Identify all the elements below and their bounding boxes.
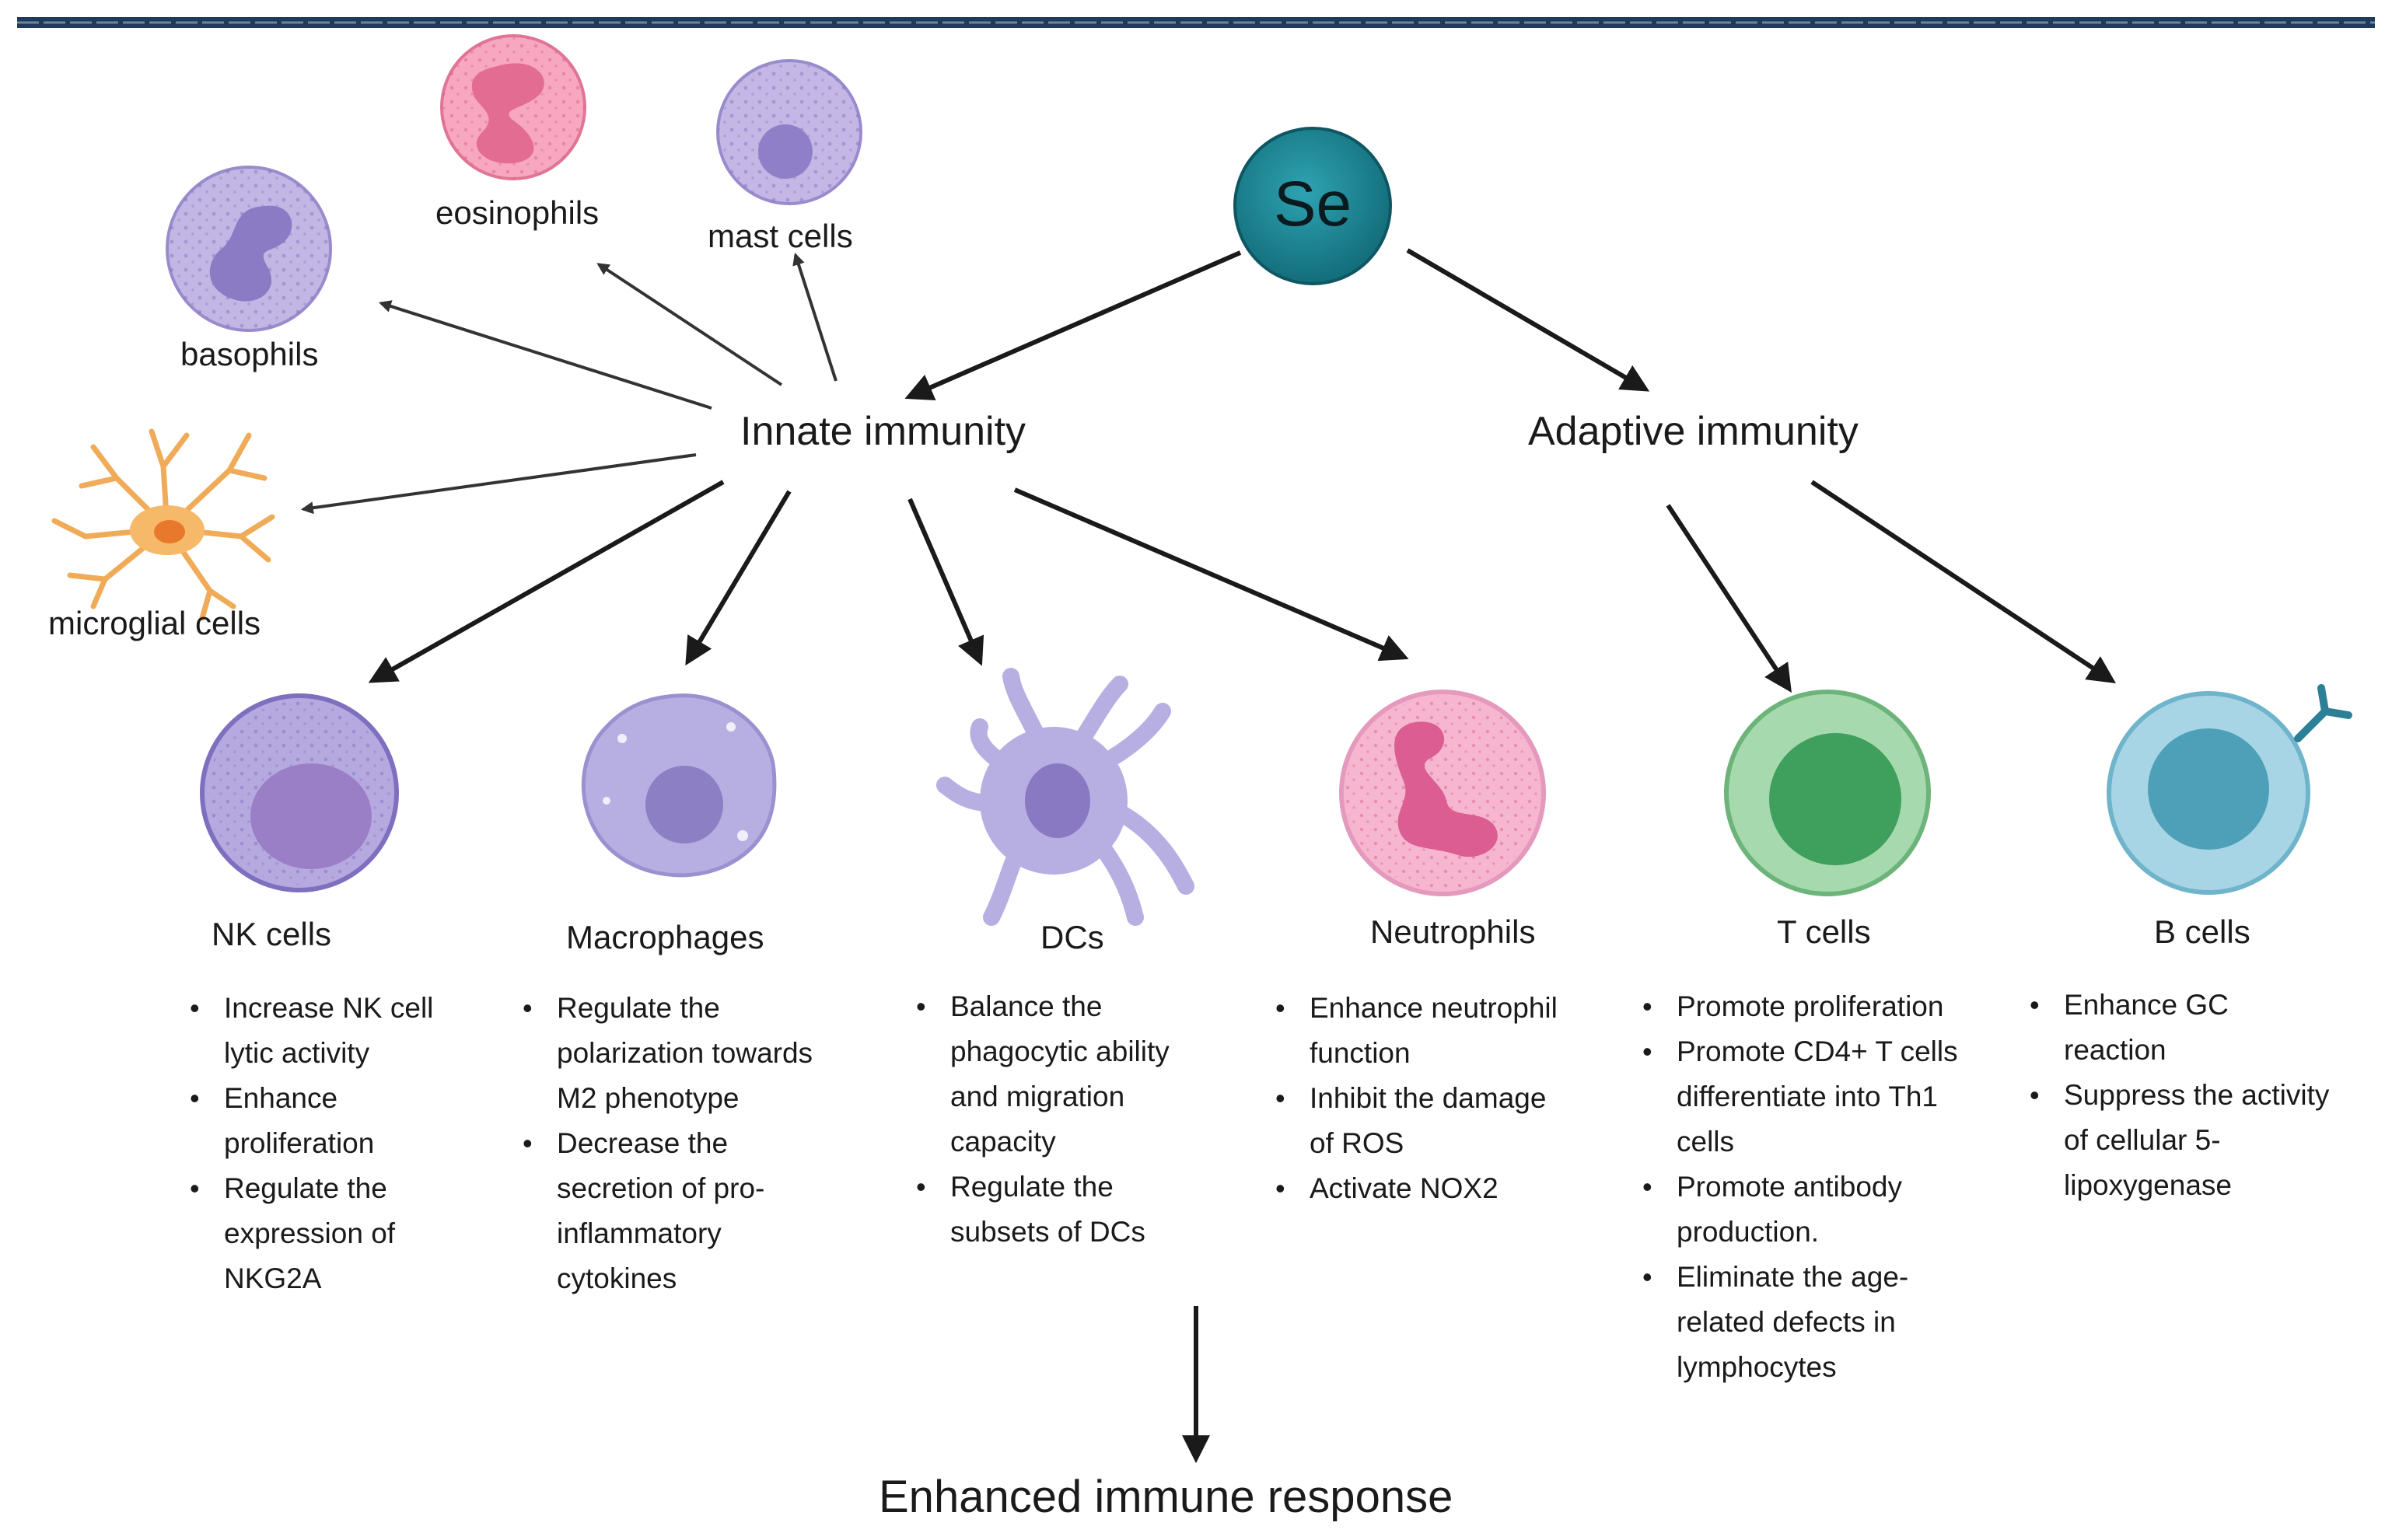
list-item: Increase NK cell [190,986,433,1031]
list-item: Enhance neutrophil [1275,986,1558,1031]
list-item: Eliminate the age- [1642,1255,1958,1300]
arrows [300,248,2117,1464]
dcs-effects: Balance the phagocytic ability and migra… [916,984,1170,1255]
se-label: Se [1274,169,1352,239]
neutrophils-effects: Enhance neutrophil function Inhibit the … [1275,986,1558,1211]
macrophages-effects: Regulate the polarization towards M2 phe… [523,986,813,1301]
list-item: lipoxygenase [2064,1169,2232,1201]
dcs-label: DCs [1040,919,1104,955]
basophils-label: basophils [180,336,319,372]
neutrophils-label: Neutrophils [1370,913,1536,950]
adaptive-immunity-heading: Adaptive immunity [1528,409,1859,454]
list-item: polarization towards [557,1037,813,1069]
list-item: Inhibit the damage [1275,1076,1558,1121]
microglial-cells-label: microglial cells [48,605,261,641]
macrophage-icon [581,693,777,878]
list-item: cells [1677,1126,1735,1158]
t-cells-label: T cells [1777,913,1871,950]
list-item: related defects in [1677,1306,1896,1338]
innate-immunity-heading: Innate immunity [740,409,1026,454]
list-item: M2 phenotype [557,1082,740,1114]
list-item: subsets of DCs [950,1216,1145,1248]
enhanced-immune-response: Enhanced immune response [879,1472,1453,1522]
list-item: expression of [224,1217,396,1249]
list-item: lymphocytes [1677,1351,1837,1383]
t-cells-effects: Promote proliferation Promote CD4+ T cel… [1642,984,1958,1390]
list-item: production. [1677,1216,1820,1248]
selenium-ball: Se [1233,127,1392,285]
list-item: capacity [950,1126,1056,1158]
list-item: Promote proliferation [1642,984,1958,1029]
b-cells-label: B cells [2154,913,2250,950]
arrow-innate-to-eosinophils [596,263,783,386]
list-item: Enhance [190,1076,433,1121]
list-item: Regulate the [190,1166,433,1211]
list-item: Balance the [916,984,1170,1029]
list-item: phagocytic ability [950,1035,1170,1067]
list-item: NKG2A [224,1262,322,1294]
nk-cells-effects: Increase NK cell lytic activity Enhance … [190,986,433,1301]
b-cells-effects: Enhance GC reaction Suppress the activit… [2030,983,2329,1208]
list-item: Decrease the [523,1121,813,1166]
list-item: Activate NOX2 [1275,1166,1558,1211]
arrow-innate-to-mast [792,252,838,382]
list-item: function [1310,1037,1411,1069]
nk-cell-icon [200,693,399,892]
list-item: differentiate into Th1 [1677,1081,1938,1112]
eosinophil-icon [440,34,586,180]
list-item: Regulate the [916,1165,1170,1210]
arrow-innate-to-nk [368,480,725,683]
arrow-se-to-adaptive [1406,248,1650,392]
neutrophil-icon [1339,690,1546,896]
arrow-innate-to-dcs [907,498,984,666]
macrophages-label: Macrophages [566,919,764,955]
mast-cells-label: mast cells [708,218,853,254]
list-item: reaction [2064,1034,2166,1066]
list-item: cytokines [557,1262,677,1294]
arrow-innate-to-microglia [300,453,697,515]
list-item: inflammatory [557,1217,722,1249]
arrow-innate-to-neutrophils [1013,487,1409,662]
list-item: Promote CD4+ T cells [1642,1029,1958,1074]
antibody-icon [2294,684,2352,742]
microglia-icon [51,428,275,621]
arrow-innate-to-macrophages [685,490,792,666]
eosinophils-label: eosinophils [435,194,600,231]
list-item: proliferation [224,1127,375,1159]
list-item: secretion of pro- [557,1172,765,1204]
arrow-innate-to-basophils [378,300,712,410]
list-item: of ROS [1310,1127,1404,1159]
t-cell-icon [1724,690,1931,896]
basophil-icon [166,166,332,332]
list-item: Enhance GC [2030,983,2329,1028]
mast-cell-icon [716,59,862,205]
b-cell-icon [2107,684,2352,895]
arrow-adaptive-to-t [1666,504,1792,693]
arrow-se-to-innate [904,250,1242,401]
list-item: Suppress the activity [2030,1073,2329,1118]
nk-cells-label: NK cells [212,916,332,952]
list-item: Promote antibody [1642,1165,1958,1210]
list-item: of cellular 5- [2064,1124,2221,1156]
dendritic-cell-icon [936,668,1194,926]
list-item: Regulate the [523,986,813,1031]
list-item: lytic activity [224,1037,370,1069]
list-item: and migration [950,1081,1125,1112]
arrow-adaptive-to-b [1810,480,2117,683]
